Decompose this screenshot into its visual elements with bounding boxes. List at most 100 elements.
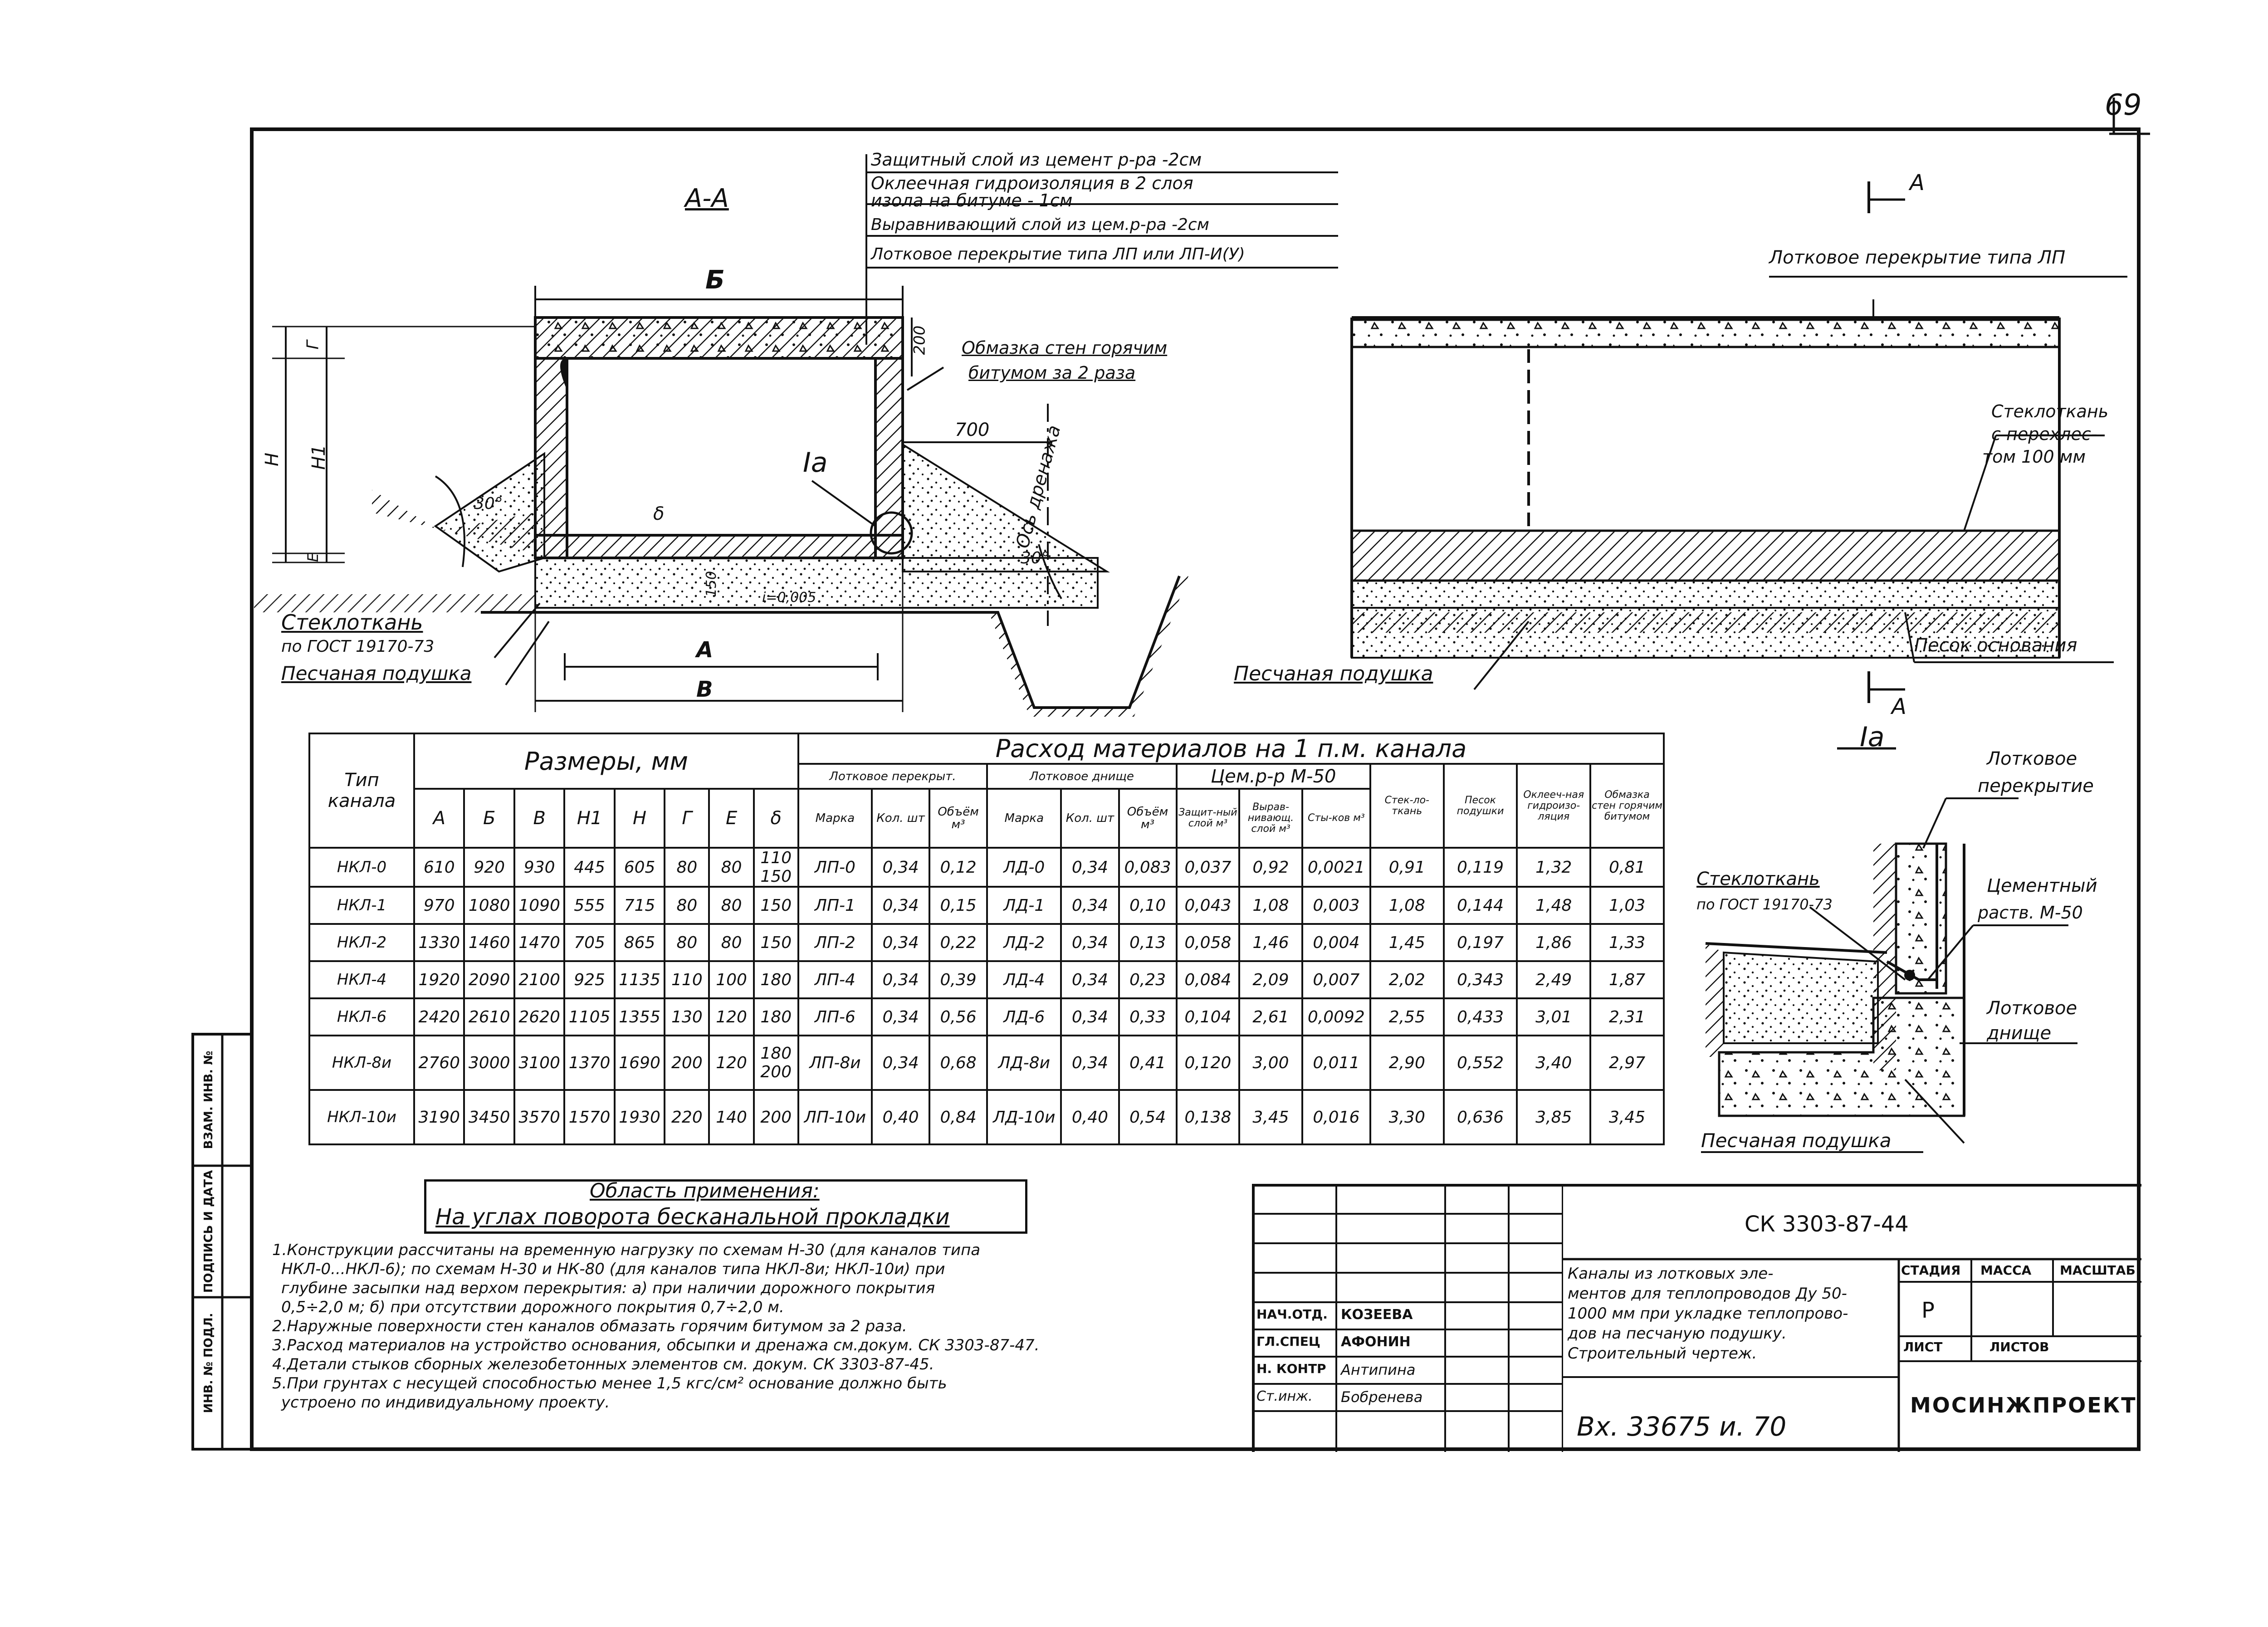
table-cell: 0,40 <box>1060 1089 1120 1145</box>
table-cell: 0,003 <box>1301 886 1371 925</box>
table-cell: 0,68 <box>929 1035 988 1091</box>
table-cell: 0,138 <box>1175 1089 1241 1145</box>
table-cell: 80 <box>708 923 755 962</box>
table-cell: ЛП-1 <box>797 886 873 925</box>
table-cell: 3,00 <box>1238 1035 1303 1091</box>
long-steklotkan-2: с перехлес- <box>1991 424 2097 444</box>
table-cell: 605 <box>613 847 666 888</box>
table-cell: ЛП-2 <box>797 923 873 962</box>
table-cell: 1135 <box>613 960 666 999</box>
table-cell: ЛП-8и <box>797 1035 873 1091</box>
sub-header: Вырав-нивающ. слой м³ <box>1238 788 1303 849</box>
table-cell: ЛП-4 <box>797 960 873 999</box>
table-cell: 865 <box>613 923 666 962</box>
table-cell: 0,197 <box>1442 923 1518 962</box>
dim-header: Н <box>613 788 666 849</box>
table-cell: 0,084 <box>1175 960 1241 999</box>
table-cell: ЛД-10и <box>986 1089 1062 1145</box>
dim-label-e: Е <box>304 552 322 562</box>
table-cell-type: НКЛ-6 <box>308 997 415 1036</box>
sub-header: Марка <box>797 788 873 849</box>
table-cell: 0,343 <box>1442 960 1518 999</box>
table-cell: 2,09 <box>1238 960 1303 999</box>
steklotkan-label: Стеклоткань <box>281 610 423 635</box>
table-cell: 2610 <box>463 997 515 1036</box>
table-group-perekrytie: Лотковое перекрыт. <box>797 763 988 790</box>
table-cell: 0,004 <box>1301 923 1371 962</box>
table-cell: 1,48 <box>1516 886 1592 925</box>
obmazka-line2: битумом за 2 раза <box>968 363 1136 383</box>
table-cell: 3,85 <box>1516 1089 1592 1145</box>
side-stamp-vzam: ВЗАМ. ИНВ. № <box>202 1050 215 1149</box>
table-cell: ЛД-4 <box>986 960 1062 999</box>
person-name: КОЗЕЕВА <box>1341 1307 1413 1323</box>
table-cell: 0,92 <box>1238 847 1303 888</box>
table-cell-type: НКЛ-4 <box>308 960 415 999</box>
table-cell: ЛП-0 <box>797 847 873 888</box>
table-cell: 2100 <box>513 960 566 999</box>
table-cell: 1090 <box>513 886 566 925</box>
side-stamp: ВЗАМ. ИНВ. № ПОДПИСЬ И ДАТА ИНВ. № ПОДЛ. <box>193 1034 222 1449</box>
long-perekrytie-label: Лотковое перекрытие типа ЛП <box>1769 247 2066 268</box>
section-mark-top: А <box>1910 170 1925 195</box>
long-steklotkan-1: Стеклоткань <box>1991 401 2109 421</box>
table-cell: 0,12 <box>929 847 988 888</box>
table-cell: 0,34 <box>1060 997 1120 1036</box>
section-aa-drawing <box>254 154 1338 717</box>
dim-label-n1: Н1 <box>308 445 329 470</box>
table-cell: 3,45 <box>1589 1089 1665 1145</box>
note-line: 3.Расход материалов на устройство основа… <box>272 1336 1040 1354</box>
table-cell: 180 <box>753 960 799 999</box>
table-cell: 0,22 <box>929 923 988 962</box>
dim-label-a: А <box>696 637 714 663</box>
table-cell: 1470 <box>513 923 566 962</box>
table-cell-type: НКЛ-10и <box>308 1089 415 1145</box>
table-cell: 3,01 <box>1516 997 1592 1036</box>
table-cell: 2,90 <box>1369 1035 1445 1091</box>
layer-3: изола на битуме - 1см <box>871 191 1073 210</box>
table-cell: 555 <box>563 886 616 925</box>
revision-grid <box>1255 1187 1563 1452</box>
long-pesok-label: Песок основания <box>1914 635 2077 656</box>
dim-header: Н1 <box>563 788 616 849</box>
sub-header: Объём м³ <box>1118 788 1178 849</box>
table-cell: 0,15 <box>929 886 988 925</box>
table-cell: 1460 <box>463 923 515 962</box>
table-cell: 970 <box>413 886 465 925</box>
table-cell: 1355 <box>613 997 666 1036</box>
table-cell: 1690 <box>613 1035 666 1091</box>
dim-150: 150 <box>704 571 720 597</box>
table-cell-type: НКЛ-0 <box>308 847 415 888</box>
table-cell: 2,55 <box>1369 997 1445 1036</box>
table-cell: 0,23 <box>1118 960 1178 999</box>
title-grid <box>1563 1258 2141 1452</box>
table-cell: 110 <box>664 960 710 999</box>
table-group-dnishche: Лотковое днище <box>986 763 1178 790</box>
table-header-tip: Тип канала <box>308 733 415 849</box>
sub-header: Объём м³ <box>929 788 988 849</box>
dim-header: Б <box>463 788 515 849</box>
note-line: 0,5÷2,0 м; б) при отсутствии дорожного п… <box>281 1298 784 1316</box>
table-cell: 3570 <box>513 1089 566 1145</box>
sub-header: Кол. шт <box>1060 788 1120 849</box>
person-role: Н. КОНТР <box>1256 1361 1326 1376</box>
table-cell: 3000 <box>463 1035 515 1091</box>
scope-box: Область применения: На углах поворота бе… <box>424 1179 1027 1234</box>
table-cell: 2,49 <box>1516 960 1592 999</box>
detail-cement-1: Цементный <box>1987 875 2097 896</box>
note-line: глубине засыпки над верхом перекрытия: а… <box>281 1279 935 1297</box>
table-cell: 0,119 <box>1442 847 1518 888</box>
layer-1: Защитный слой из цемент р-ра -2см <box>871 150 1202 170</box>
table-cell: 130 <box>664 997 710 1036</box>
table-cell: 150 <box>753 886 799 925</box>
table-cell: 1,03 <box>1589 886 1665 925</box>
table-cell: 0,84 <box>929 1089 988 1145</box>
layer-2: Оклеечная гидроизоляция в 2 слоя <box>871 173 1193 193</box>
section-mark-bottom: А <box>1892 694 1906 719</box>
detail-title: Iа <box>1860 721 1885 753</box>
table-cell: 0,34 <box>870 923 931 962</box>
sub-header: Марка <box>986 788 1062 849</box>
